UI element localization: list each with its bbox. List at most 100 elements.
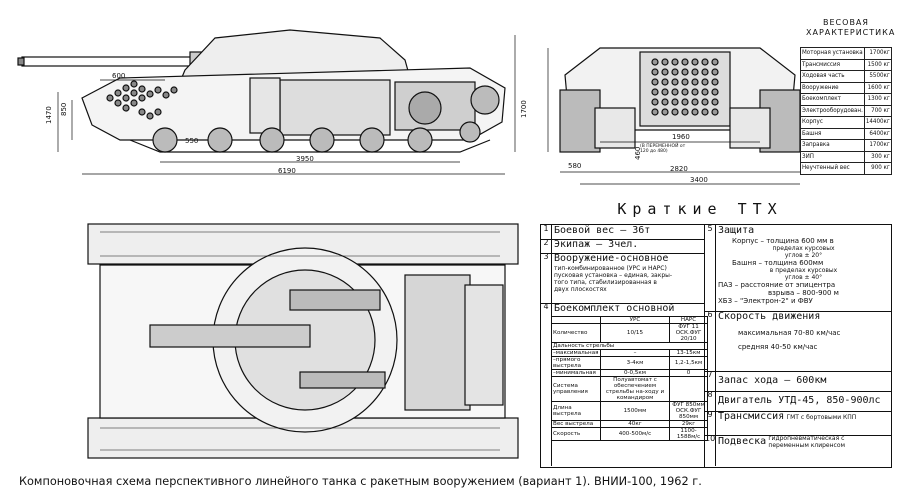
ttx-sub: взрыва – 800-900 м <box>768 289 839 297</box>
ttx-row: 1 Боевой вес – 36т <box>541 225 704 240</box>
dim-2820: 2820 <box>670 165 688 173</box>
ttx-row: 6 Скорость движения максимальная 70-80 к… <box>705 311 891 372</box>
ttx-cell: Защита Корпус – толщина 600 мм в предела… <box>718 225 889 305</box>
weight-title-2: ХАРАКТЕРИСТИКА <box>806 28 896 37</box>
table-row: Дальность стрельбы <box>551 342 708 350</box>
ttx-sub: двух плоскостях <box>554 286 607 293</box>
ttx-sub: средняя 40-50 км/час <box>738 343 818 351</box>
weight-value: 700 кг <box>863 104 892 117</box>
weight-value: 1600 кг <box>863 81 892 94</box>
dim-6190: 6190 <box>278 167 296 175</box>
weight-value: 300 кг <box>863 150 892 163</box>
weight-value: 1700кг <box>863 139 892 152</box>
dim-3400: 3400 <box>690 176 708 184</box>
ttx-sub: Башня – толщина 600мм <box>732 259 824 267</box>
weight-value: 1700кг <box>863 47 892 60</box>
ttx-text: Боекомплект основной <box>554 303 675 314</box>
ttx-cell: Трансмиссия ГМТ с бортовыми КПП <box>718 411 889 423</box>
weight-value: 1500 кг <box>863 58 892 71</box>
weight-title: ВЕСОВАЯ ХАРАКТЕРИСТИКА <box>806 18 896 38</box>
dim-550: 550 <box>185 137 199 145</box>
dim-600: 600 <box>112 72 126 80</box>
weight-name: Трансмиссия <box>800 58 865 71</box>
ammo-value: 3-4км <box>599 356 671 370</box>
ttx-title: Краткие ТТХ <box>617 200 783 218</box>
weight-value: 900 кг <box>863 162 892 175</box>
ammo-value: 0 <box>669 369 708 377</box>
ammo-value: 29кг <box>669 420 708 428</box>
front-view <box>547 47 801 185</box>
ammo-label: Количество <box>551 323 601 343</box>
weight-name: Заправка <box>800 139 865 152</box>
ttx-sub: пусковая установка – единая, закры- <box>554 272 673 279</box>
ammo-label: Скорость <box>551 427 601 441</box>
dim-580: 580 <box>568 162 582 170</box>
figure-caption: Компоновочная схема перспективного линей… <box>19 475 702 488</box>
ammo-value: 10/15 <box>599 323 671 343</box>
weight-name: ЗИП <box>800 150 865 163</box>
ammo-label: Вес выстрела <box>551 420 601 428</box>
ammo-header-urs: УРС <box>599 316 671 324</box>
ttx-num: 9 <box>705 411 716 435</box>
ammo-value: – <box>599 349 671 357</box>
ttx-row: 3 Вооружение-основное тип-комбинированно… <box>541 253 704 304</box>
ammo-label: Длина выстрела <box>551 401 601 421</box>
ammo-header-nars: НАРС <box>669 316 708 324</box>
ttx-sub: того типа, стабилизированная в <box>554 279 657 286</box>
ttx-sub: ХБЗ – "Электрон-2" и ФВУ <box>718 297 813 305</box>
ttx-num: 8 <box>705 391 716 411</box>
ttx-text: Двигатель УТД-45, 850-900лс <box>718 395 881 406</box>
weight-name: Неучтенный вес <box>800 162 865 175</box>
weight-name: Башня <box>800 127 865 140</box>
ttx-row: 9 Трансмиссия ГМТ с бортовыми КПП <box>705 411 891 436</box>
ttx-sub: ПАЗ – расстояние от эпицентра <box>718 281 836 289</box>
weight-value: 14400кг <box>863 116 892 129</box>
ttx-text: Запас хода – 600км <box>718 375 827 386</box>
dim-1700: 1700 <box>520 100 528 118</box>
ttx-sub: гидропневматическая с переменным клиренс… <box>768 435 846 449</box>
dim-1470: 1470 <box>45 106 53 124</box>
weight-value: 1300 кг <box>863 93 892 106</box>
weight-name: Моторная установка <box>800 47 865 60</box>
ttx-num: 1 <box>541 225 552 239</box>
ammo-value: 40кг <box>599 420 671 428</box>
ttx-row: 7 Запас хода – 600км <box>705 371 891 392</box>
ammo-value: 400-500м/с <box>599 427 671 441</box>
ttx-num: 3 <box>541 253 552 303</box>
weight-name: Вооружение <box>800 81 865 94</box>
ttx-sub: углов ± 40° <box>784 274 823 281</box>
ttx-num: 7 <box>705 371 716 391</box>
ammo-label: –прямого выстрела <box>551 356 601 370</box>
ttx-num: 10 <box>705 435 716 466</box>
ttx-text: Подвеска <box>718 436 767 447</box>
ammo-label: –минимальная <box>551 369 601 377</box>
ttx-num: 5 <box>705 225 716 311</box>
table-row: Электрооборудован.700 кг <box>800 104 892 117</box>
ammo-value: 1,2-1,5км <box>669 356 708 370</box>
ttx-sub: пределах курсовых <box>772 245 835 252</box>
top-view <box>87 223 519 459</box>
weight-name: Корпус <box>800 116 865 129</box>
weight-name: Электрооборудован. <box>800 104 865 117</box>
ammo-label: Дальность стрельбы <box>551 342 708 350</box>
side-view <box>17 29 516 175</box>
weight-name: Ходовая часть <box>800 70 865 83</box>
ammo-value: 1500мм <box>599 401 671 421</box>
